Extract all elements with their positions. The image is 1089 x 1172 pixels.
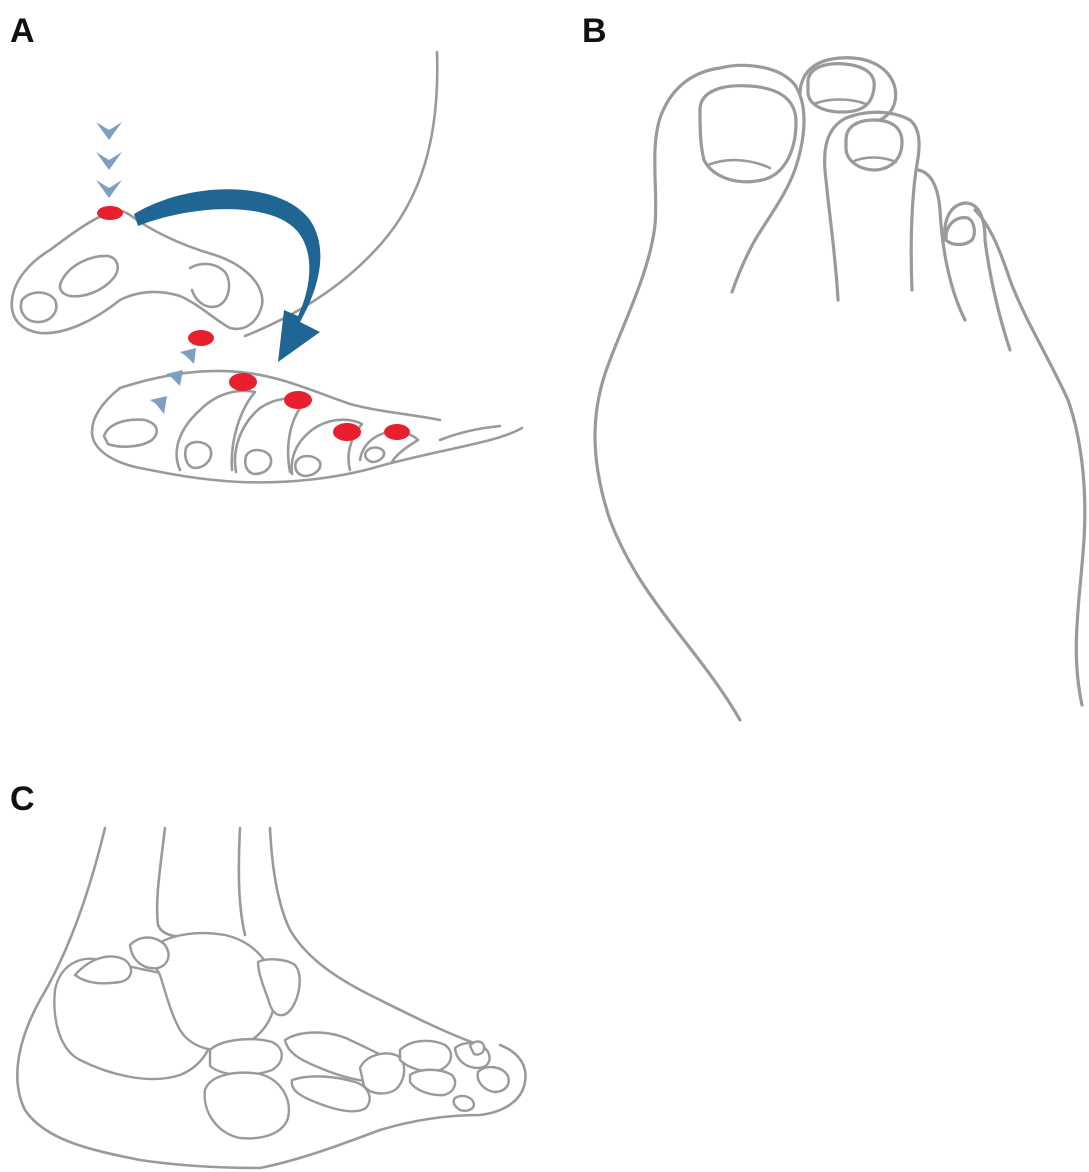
big-toe-nail xyxy=(700,86,796,182)
phalanx-distal-2 xyxy=(478,1067,509,1092)
chevron-up-right-icon xyxy=(180,348,196,364)
chevron-up-right-icon xyxy=(150,396,167,414)
planted-foot-top xyxy=(120,371,440,420)
foot-medial-outline xyxy=(595,68,740,720)
leg-right-outline xyxy=(270,828,480,1045)
phalanx-proximal xyxy=(400,1041,451,1071)
third-toe xyxy=(825,112,919,300)
second-toe-nail-cuticle xyxy=(814,100,866,105)
cuneiform xyxy=(360,1053,404,1093)
phalanx-tip xyxy=(470,1042,484,1055)
chevron-down-icon xyxy=(96,152,122,170)
chevron-down-icon xyxy=(96,122,122,140)
toe-4-nail xyxy=(295,456,320,476)
chevron-up-right-icon xyxy=(166,370,183,386)
pressure-spot xyxy=(188,330,214,346)
cuboid-bone xyxy=(205,1073,289,1139)
leg-outline xyxy=(245,52,437,336)
phalanx-middle xyxy=(410,1070,455,1095)
toe-big xyxy=(104,420,157,447)
panel-b-drawing xyxy=(595,58,1085,720)
pressure-spot xyxy=(384,424,410,440)
planted-foot-lateral xyxy=(440,426,500,440)
toe-5-nail xyxy=(365,448,384,463)
panel-a-drawing xyxy=(12,52,522,482)
toe-2-nail xyxy=(185,442,211,468)
lifted-foot-toe xyxy=(21,293,56,323)
pressure-spot xyxy=(97,206,123,220)
third-toe-nail-cuticle xyxy=(852,158,896,163)
metatarsal-2 xyxy=(292,1076,370,1111)
navicular-bone xyxy=(210,1039,282,1075)
fifth-toe-nail xyxy=(946,218,974,245)
pressure-spot xyxy=(284,391,312,409)
third-toe-nail xyxy=(846,120,902,170)
lifted-foot-heel xyxy=(190,264,229,307)
talus-head xyxy=(130,938,169,969)
sesamoid xyxy=(454,1096,474,1111)
pressure-spot xyxy=(229,373,257,391)
fifth-toe xyxy=(945,203,1010,350)
leg-inner-line-1 xyxy=(157,828,190,937)
toe-3-nail xyxy=(245,450,271,474)
panel-c-drawing xyxy=(17,828,525,1168)
pressure-spot xyxy=(333,423,361,441)
leg-inner-line-2 xyxy=(239,828,245,935)
chevron-down-icon xyxy=(96,180,122,198)
big-toe-nail-cuticle xyxy=(708,160,770,168)
lifted-foot-inner xyxy=(60,256,118,296)
